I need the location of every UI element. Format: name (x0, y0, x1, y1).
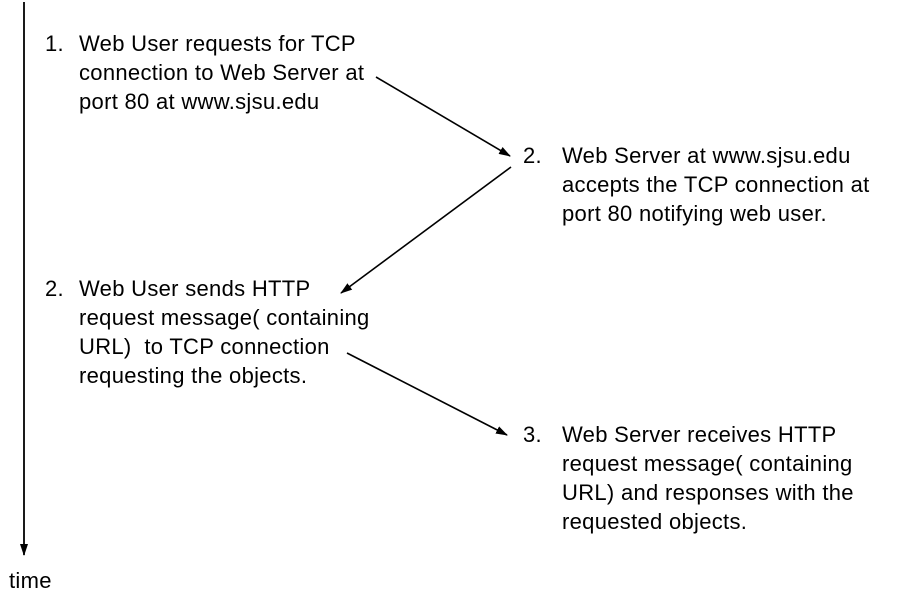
step-text: Web Server receives HTTP request message… (562, 422, 854, 534)
step-1-web-user-request: 1. Web User requests for TCP connection … (45, 29, 424, 116)
arrow-step1-to-step2 (375, 76, 511, 157)
arrow-step2-to-step3 (340, 166, 512, 294)
step-number: 1. (45, 31, 64, 56)
step-3-user-sends-http: 2. Web User sends HTTP request message( … (45, 274, 424, 390)
arrow-step3-to-step4 (346, 352, 508, 436)
step-text: Web User sends HTTP request message( con… (79, 276, 370, 388)
step-number: 3. (523, 422, 542, 447)
step-text: Web User requests for TCP connection to … (79, 31, 365, 114)
step-4-server-receives: 3. Web Server receives HTTP request mess… (523, 420, 898, 536)
step-number: 2. (45, 276, 64, 301)
time-label: time (9, 568, 52, 593)
step-text: Web Server at www.sjsu.edu accepts the T… (562, 143, 870, 226)
step-2-server-accepts: 2. Web Server at www.sjsu.edu accepts th… (523, 141, 898, 228)
step-number: 2. (523, 143, 542, 168)
